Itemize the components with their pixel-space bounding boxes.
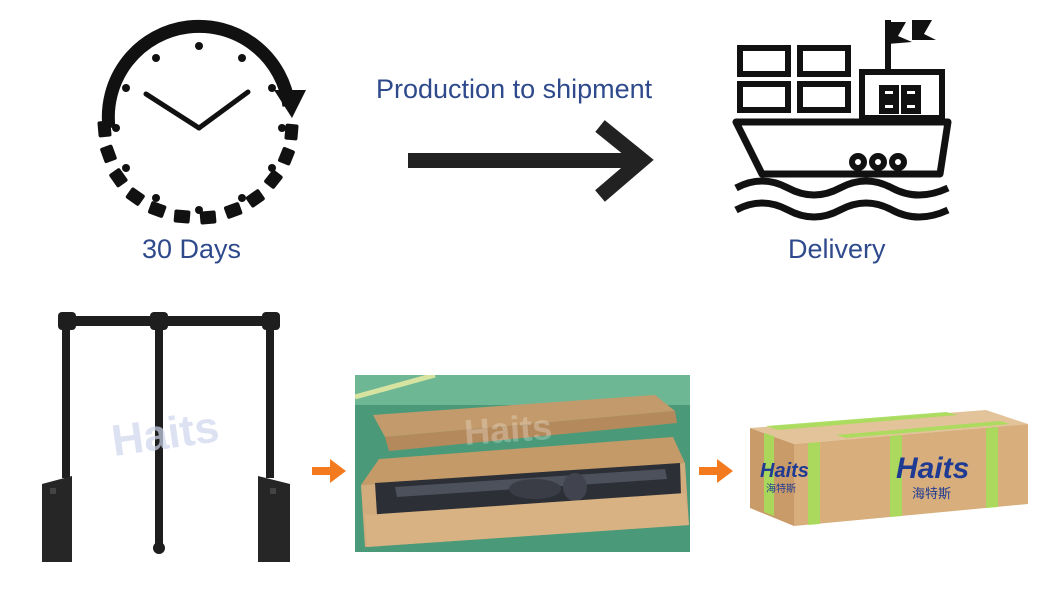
ship-icon [732, 20, 952, 221]
orange-arrow-icon [699, 459, 733, 483]
days-label: 30 Days [142, 234, 242, 264]
orange-arrow-icon [312, 459, 346, 483]
packed-product-image: Haits [355, 375, 690, 552]
long-arrow-icon [408, 120, 654, 202]
shipping-carton-image: Haits 海特斯 Haits 海特斯 [750, 410, 1028, 526]
svg-text:海特斯: 海特斯 [912, 486, 951, 501]
svg-text:Haits: Haits [463, 406, 554, 453]
clock-icon [97, 19, 306, 225]
svg-text:Haits: Haits [760, 460, 809, 482]
brand-logo: Haits 海特斯 Haits 海特斯 [760, 452, 969, 501]
svg-text:海特斯: 海特斯 [766, 482, 796, 495]
wardrobe-lift-image: Haits [42, 312, 290, 562]
delivery-label: Delivery [788, 234, 886, 264]
svg-text:Haits: Haits [109, 402, 222, 465]
production-to-shipment-label: Production to shipment [376, 74, 653, 104]
svg-text:Haits: Haits [896, 452, 969, 485]
